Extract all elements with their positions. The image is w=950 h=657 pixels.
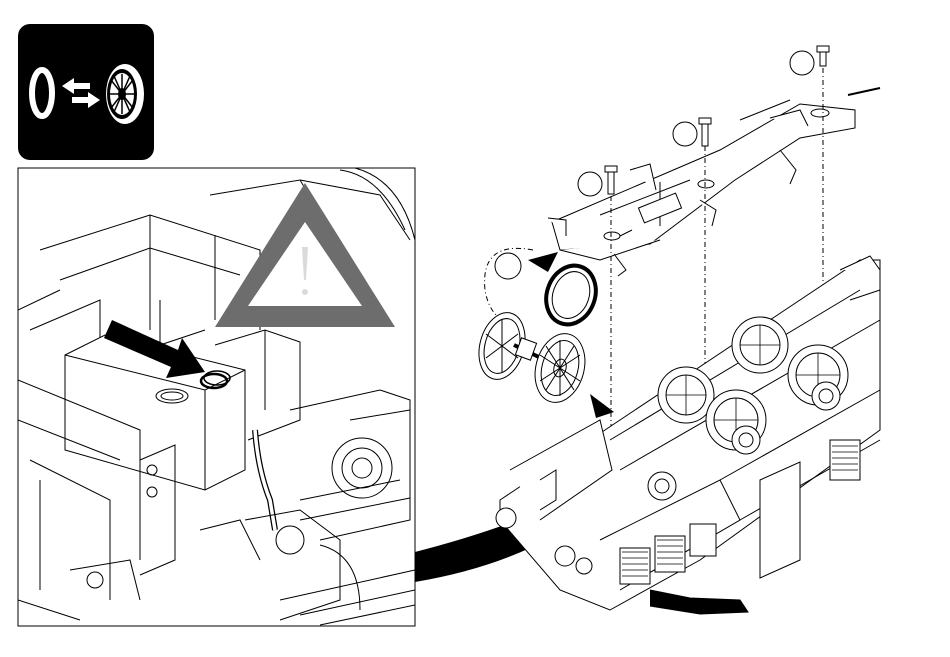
tire-swap-icon bbox=[18, 24, 154, 160]
step-marker-screw-1 bbox=[578, 172, 602, 196]
step-marker-screw-2 bbox=[673, 122, 697, 146]
step-marker-traction-tire bbox=[495, 253, 521, 279]
step-marker-screw-3 bbox=[790, 51, 814, 75]
exploded-view bbox=[472, 46, 880, 614]
detail-view bbox=[18, 168, 415, 626]
